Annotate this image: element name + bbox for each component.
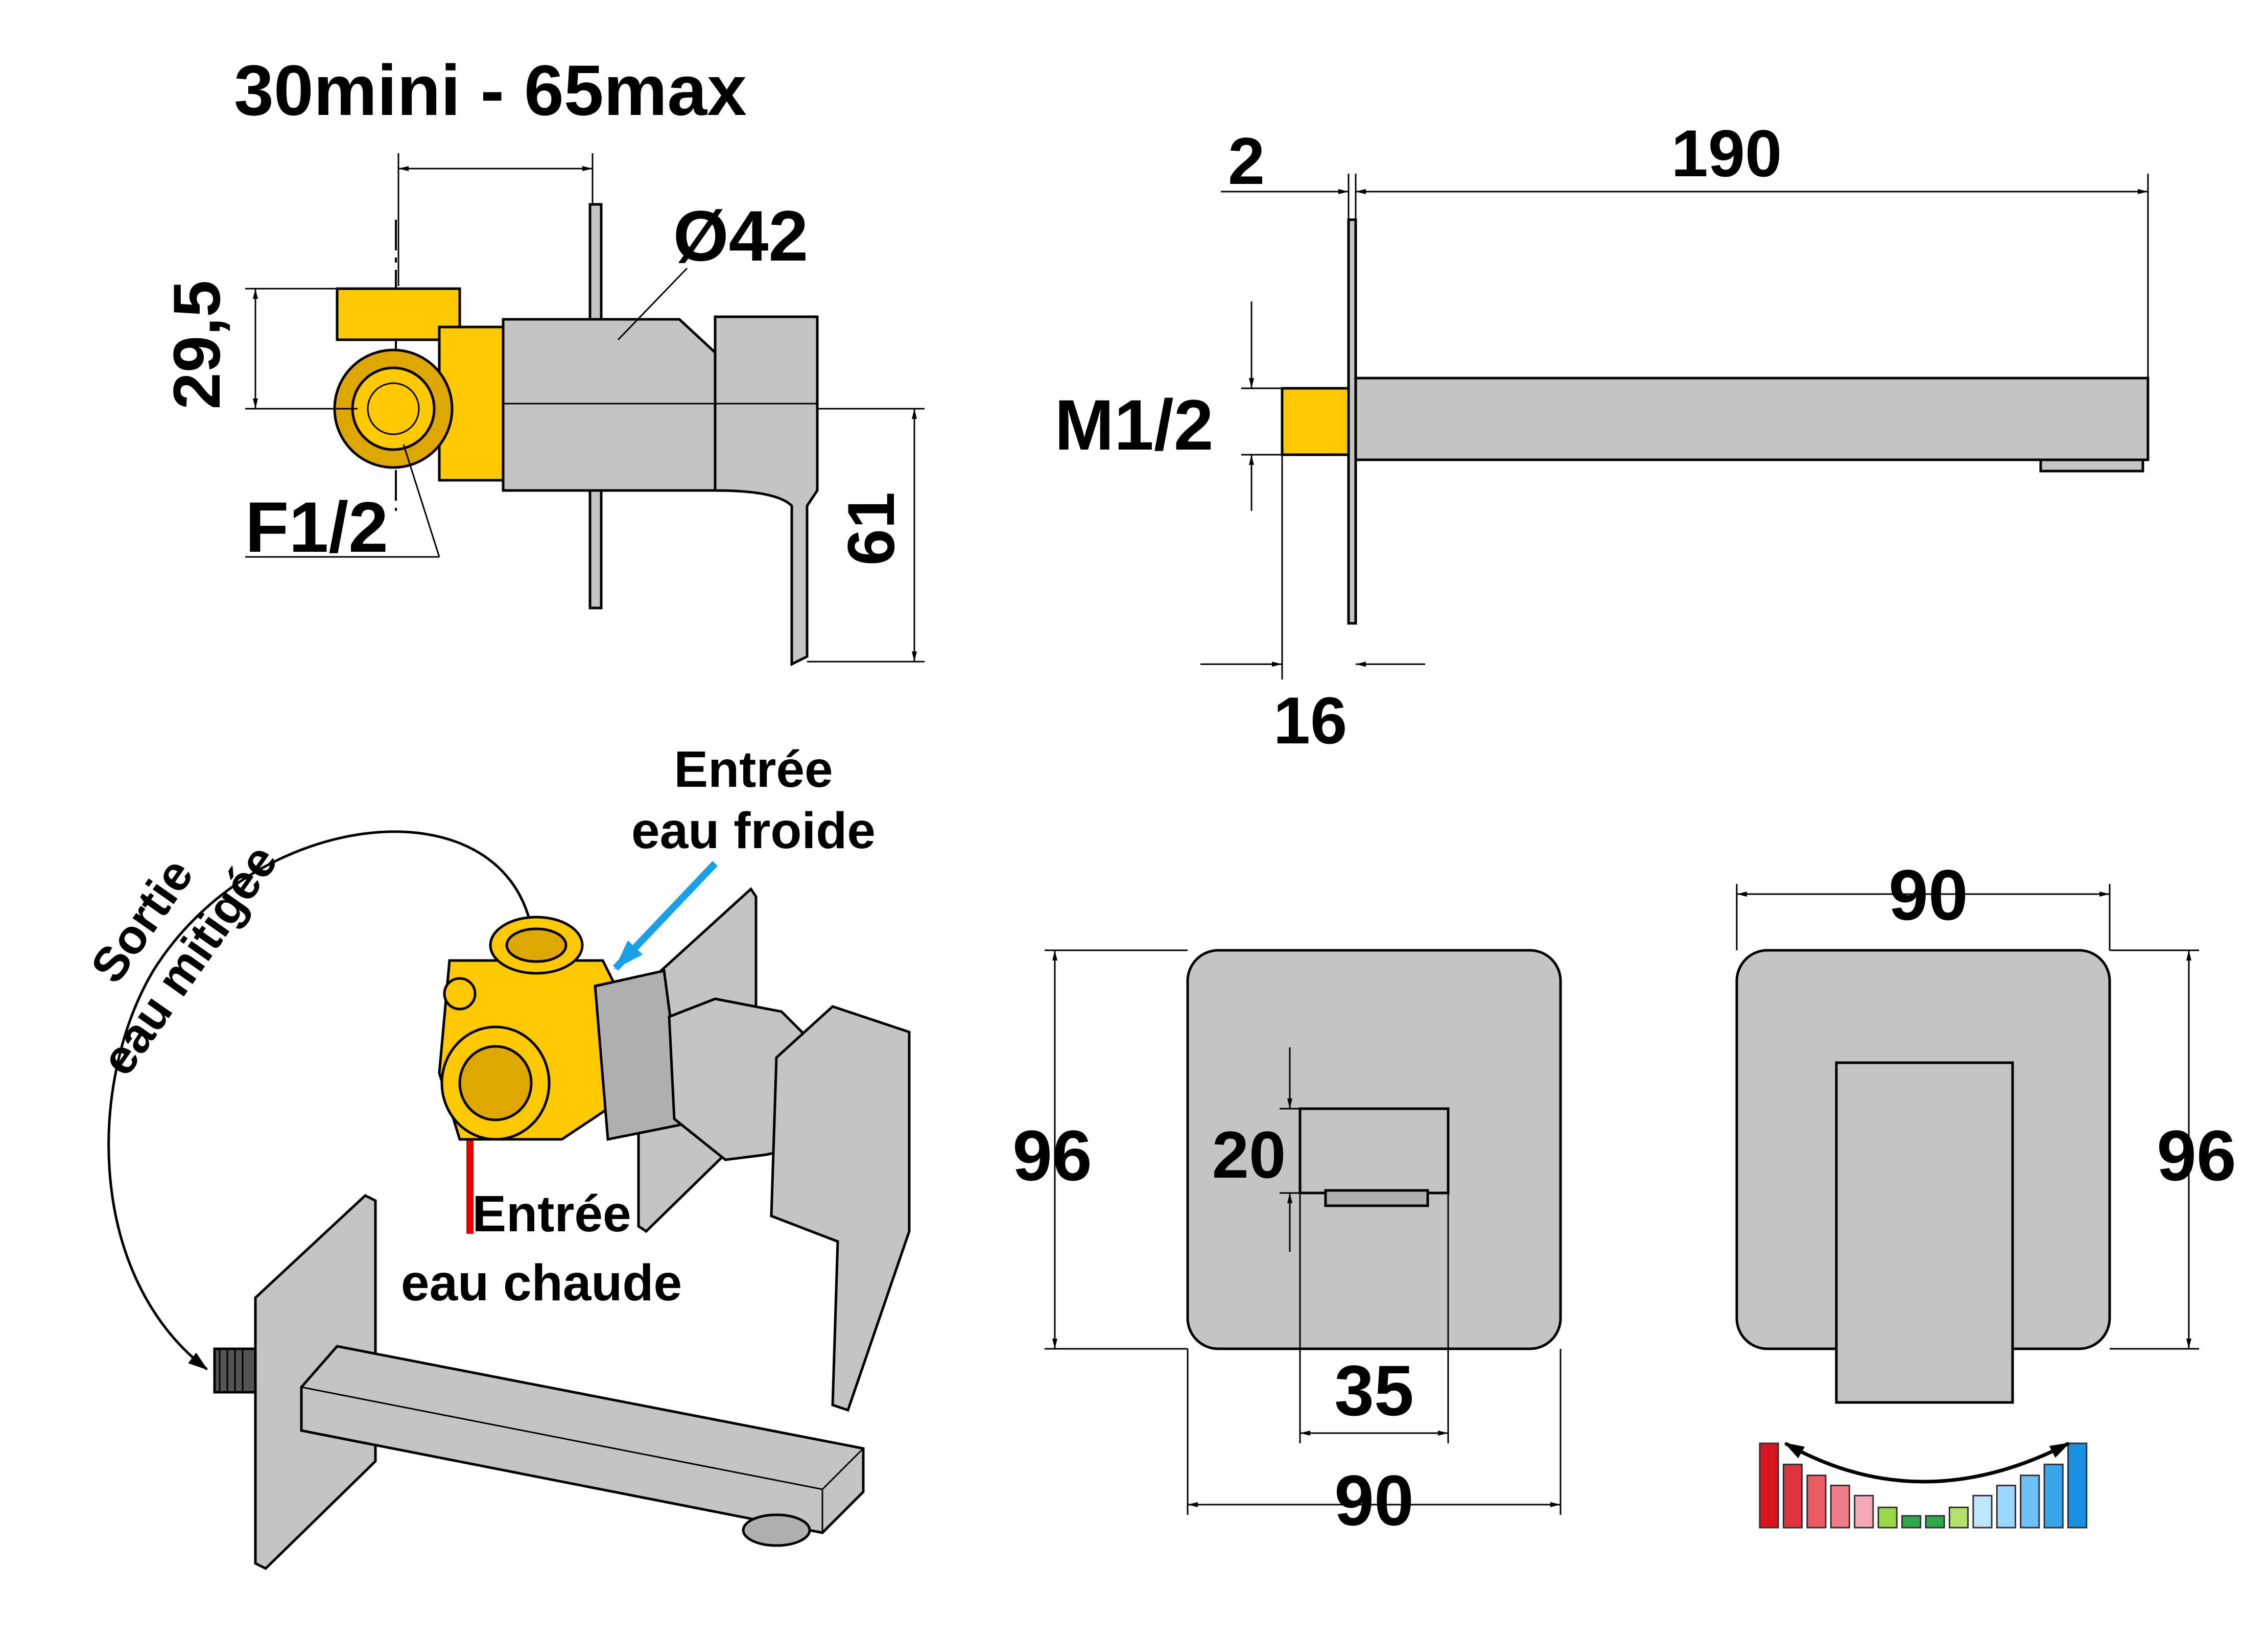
spout-body-iso	[300, 1345, 865, 1534]
height-61-label: 61	[834, 492, 908, 566]
temperature-bar	[2043, 1463, 2064, 1529]
depth-range-label: 30mini - 65max	[234, 50, 747, 130]
spout-width-label: 35	[1334, 1350, 1414, 1431]
height-29-5-label: 29,5	[159, 280, 234, 409]
mixer-plate-front-view: 90 96	[1735, 855, 2236, 1529]
lever-blade-iso	[770, 1005, 911, 1412]
temperature-bar	[1925, 1515, 1945, 1529]
diameter-label: Ø42	[673, 196, 809, 276]
m-thread-label: M1/2	[1054, 385, 1213, 465]
m-thread-connector	[1281, 387, 1350, 456]
spout-plate-width-label: 90	[1334, 1460, 1414, 1540]
temperature-bar	[1759, 1442, 1779, 1529]
mixed-outlet-label: Sortie eau mitigée	[81, 835, 289, 1085]
plate-thickness-label: 2	[1228, 124, 1265, 198]
temperature-bar	[1972, 1494, 1993, 1529]
temperature-bar	[2020, 1474, 2040, 1529]
spout-threaded-stub	[213, 1347, 257, 1394]
mixer-side-view: 30mini - 65max Ø42 29,5 F1/2	[159, 50, 925, 667]
temperature-rotation-arrow	[1784, 1441, 2070, 1484]
temperature-bar	[1782, 1463, 1803, 1529]
f-thread-label: F1/2	[245, 487, 388, 567]
hot-inlet-label-line2: eau chaude	[401, 1254, 682, 1312]
valve-body-iso	[438, 916, 625, 1141]
isometric-view: Entrée eau froide Entrée eau chaude Sort…	[81, 741, 911, 1571]
spout-length-label: 190	[1671, 116, 1782, 191]
mixer-plate-height-label: 96	[2157, 1115, 2236, 1196]
aerator	[2039, 458, 2144, 473]
mixed-outlet-curve-arrow	[107, 830, 533, 1370]
temperature-bar	[1877, 1506, 1898, 1529]
spout-front-face	[1298, 1107, 1450, 1195]
temperature-bar	[1830, 1485, 1851, 1529]
temperature-bar	[1948, 1506, 1969, 1529]
temperature-gradient-icon	[1759, 1442, 2088, 1529]
spout-aerator-iso	[742, 1513, 811, 1547]
hot-inlet-label-line1: Entrée	[472, 1185, 631, 1243]
cold-inlet-arrow	[612, 861, 718, 971]
temperature-bar	[1901, 1515, 1922, 1529]
diameter-leader	[617, 267, 688, 341]
temperature-bar	[2067, 1442, 2088, 1529]
lever-handle-side	[714, 315, 819, 667]
spout-body-side	[1354, 377, 2149, 461]
spout-plate-front-view: 96 20 35 90	[1012, 949, 1562, 1540]
cold-inlet-label-line1: Entrée	[674, 741, 833, 798]
temperature-bar	[1996, 1485, 2017, 1529]
spout-height-label: 20	[1212, 1117, 1286, 1192]
thread-length-label: 16	[1273, 683, 1348, 758]
temperature-bar	[1854, 1494, 1874, 1529]
spout-side-view: 2 190 M1/2 16	[1054, 116, 2149, 758]
valve-body	[333, 287, 507, 482]
spout-aerator-front	[1324, 1189, 1429, 1207]
lever-handle-front	[1835, 1061, 2014, 1404]
temperature-bar	[1806, 1474, 1827, 1529]
cold-inlet-label-line2: eau froide	[631, 802, 876, 859]
valve-cartridge	[502, 318, 717, 492]
spout-plate-height-label: 96	[1012, 1115, 1092, 1196]
